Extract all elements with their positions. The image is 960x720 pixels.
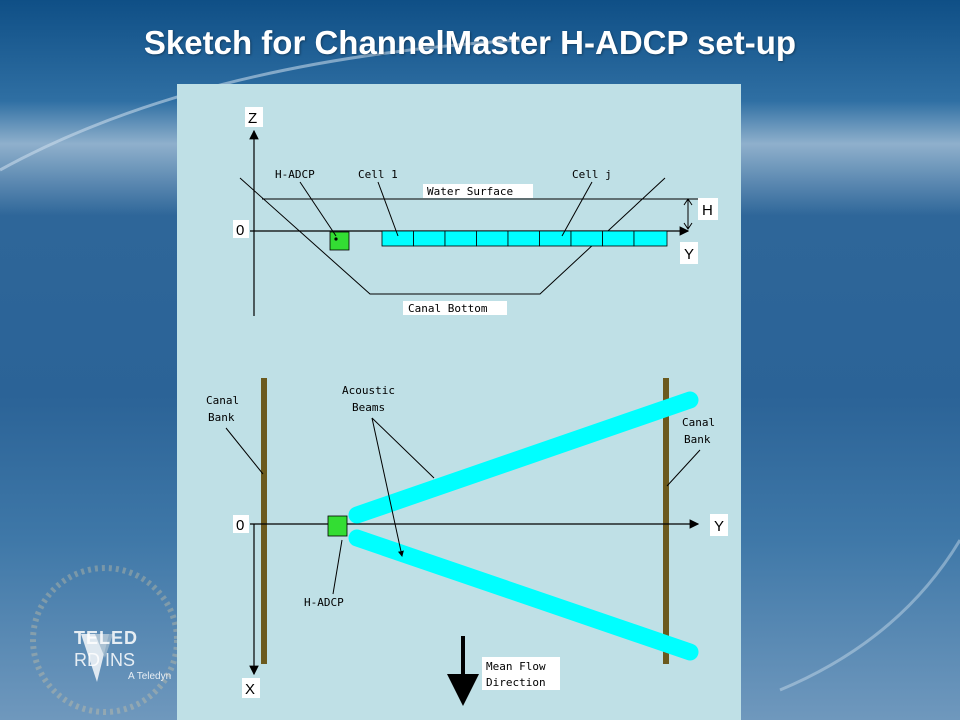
- plan-origin-label: 0: [236, 517, 244, 534]
- cellj-label: Cell j: [572, 168, 612, 181]
- cell: [602, 230, 635, 247]
- logo-tagline: A Teledyn: [128, 671, 172, 682]
- left-canal-bank: [261, 378, 267, 664]
- right-bank-label-line2: Bank: [684, 433, 711, 446]
- plan-view: Y 0 X H-ADCP Canal Bank Canal Bank Acous…: [206, 378, 728, 706]
- hadcp-side-leader: [299, 181, 337, 237]
- plan-y-label: Y: [714, 518, 724, 535]
- cell: [413, 230, 446, 247]
- beams-leader-lower: [371, 417, 404, 557]
- right-bank-label-line1: Canal: [682, 416, 715, 429]
- beams-leader-upper: [371, 417, 435, 479]
- cell: [539, 230, 572, 247]
- hadcp-plan-label: H-ADCP: [304, 596, 344, 609]
- plan-y-label-box: [710, 514, 728, 536]
- logo-name: TELED: [74, 628, 139, 648]
- y-axis-label: Y: [684, 246, 694, 263]
- water-surface-label: Water Surface: [427, 185, 513, 198]
- side-view: Z 0 Y H H-ADCP Cell 1 Cell j: [233, 107, 718, 316]
- cell: [444, 230, 477, 247]
- flow-label-box: [482, 657, 560, 690]
- z-axis-label: Z: [248, 110, 257, 127]
- cell-row: [381, 230, 668, 247]
- right-canal-bank: [663, 378, 669, 664]
- z-axis-label-box: [245, 107, 263, 127]
- origin-label: 0: [236, 222, 244, 239]
- cell1-leader: [377, 181, 399, 237]
- acoustic-beams-label-line1: Acoustic: [342, 384, 395, 397]
- hadcp-plan-leader: [332, 539, 343, 595]
- plan-x-label-box: [242, 678, 260, 698]
- canal-bottom-label-box: [403, 301, 507, 315]
- logo-subtitle: RD INS: [74, 650, 136, 670]
- plan-x-label: X: [245, 681, 255, 698]
- right-bank-leader: [666, 449, 701, 487]
- hadcp-side: [329, 231, 350, 251]
- cell: [633, 230, 668, 247]
- flow-label-line1: Mean Flow: [486, 660, 546, 673]
- cell: [476, 230, 509, 247]
- cellj-leader: [561, 181, 593, 237]
- canal-bottom-label: Canal Bottom: [408, 302, 488, 315]
- hadcp-side-label: H-ADCP: [275, 168, 315, 181]
- plan-origin-label-box: [233, 515, 249, 533]
- h-label: H: [702, 202, 713, 219]
- acoustic-beams-label-line2: Beams: [352, 401, 385, 414]
- y-axis-label-box: [680, 242, 698, 264]
- cell: [507, 230, 540, 247]
- left-bank-label-line1: Canal: [206, 394, 239, 407]
- hadcp-plan: [327, 515, 348, 537]
- slide-title: Sketch for ChannelMaster H-ADCP set-up: [143, 24, 797, 61]
- left-bank-label-line2: Bank: [208, 411, 235, 424]
- acoustic-beam-lower: [348, 529, 699, 661]
- acoustic-beam-upper: [348, 391, 699, 524]
- water-surface-label-box: [423, 184, 533, 198]
- cell1-label: Cell 1: [358, 168, 398, 181]
- left-bank-leader: [225, 427, 264, 475]
- teledyne-logo-icon: [81, 634, 113, 682]
- cell: [570, 230, 603, 247]
- h-label-box: [698, 198, 718, 220]
- origin-label-box: [233, 220, 249, 238]
- cell: [381, 230, 414, 247]
- flow-label-line2: Direction: [486, 676, 546, 689]
